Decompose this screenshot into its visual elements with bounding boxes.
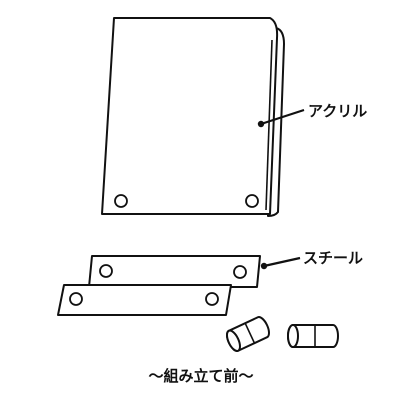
magnet-right-face [287,324,299,348]
steel-back-hole-left [99,264,113,278]
steel-leader [260,256,301,270]
magnet-right [287,324,339,348]
steel-back-hole-right [233,265,247,279]
acrylic-leader [257,108,305,128]
caption: 〜組み立て前〜 [148,367,253,385]
acrylic-edge-line [265,39,273,211]
steel-label: スチール [303,249,363,267]
acrylic-front-sheet [101,17,279,215]
acrylic-panel [101,17,285,217]
steel-plate-front [57,284,232,316]
acrylic-label: アクリル [308,102,367,120]
steel-plate-back [88,255,261,288]
acrylic-hole-left [114,194,128,208]
steel-front-hole-left [69,292,83,306]
magnet-left-face [226,329,241,352]
magnet-left [226,316,270,352]
steel-front-hole-right [205,292,219,306]
acrylic-hole-right [245,194,259,208]
acrylic-leader-line [260,108,305,126]
steel-leader-line [263,256,301,268]
steel-plates [57,255,261,316]
magnet-left-band [244,322,256,344]
